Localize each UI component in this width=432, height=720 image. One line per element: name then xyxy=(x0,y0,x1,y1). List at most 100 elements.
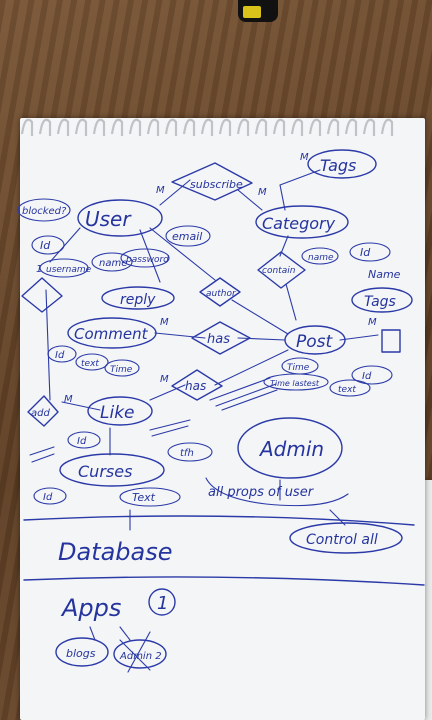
cardinality-label: M xyxy=(160,317,169,328)
attr-category-id: Id xyxy=(349,242,391,262)
binding-ring xyxy=(128,118,142,136)
line-has2-post xyxy=(214,349,289,386)
entity-tags-label: Tags xyxy=(364,294,396,310)
line-user-subscribe xyxy=(159,179,191,206)
attr-tags-name: Name xyxy=(368,268,401,281)
line-contain-post xyxy=(285,283,297,321)
binding-ring xyxy=(146,118,160,136)
attr-post-text-label: text xyxy=(338,385,356,395)
binding-ring xyxy=(74,118,88,136)
attr-email: email xyxy=(165,225,211,247)
binding-ring xyxy=(362,118,376,136)
relationship-has-2: has xyxy=(171,369,223,401)
entity-post: Post xyxy=(284,325,346,355)
attr-username: username xyxy=(39,258,92,278)
binding-ring xyxy=(344,118,358,136)
entity-comment-label: Comment xyxy=(74,325,149,343)
divider-database-bottom xyxy=(23,576,425,586)
line-user-reply xyxy=(139,229,161,283)
note-control-all-label: Control all xyxy=(306,532,378,548)
divider-database-top xyxy=(23,515,415,526)
line-has-post xyxy=(237,337,286,341)
attr-category-id-label: Id xyxy=(360,246,371,259)
attr-user-id-label: Id xyxy=(40,239,51,252)
line-post-side xyxy=(339,334,379,341)
binding-ring xyxy=(308,118,322,136)
attr-comment-time: Time xyxy=(104,359,140,377)
cardinality-label: M xyxy=(64,394,73,405)
attr-comment-text: text xyxy=(75,353,109,371)
attr-name: name xyxy=(91,252,133,272)
app-admin2: Admin 2 xyxy=(113,639,167,669)
line-apps-blogs xyxy=(89,626,96,641)
attr-like-tfh-label: tfh xyxy=(180,448,194,459)
marker-band xyxy=(243,6,261,18)
attr-curses-id: Id xyxy=(33,487,67,505)
binding-ring xyxy=(236,118,250,136)
attr-comment-id: Id xyxy=(47,345,77,363)
binding-ring xyxy=(182,118,196,136)
cardinality-label: M xyxy=(368,317,377,328)
attr-post-time-label: Time xyxy=(287,363,310,373)
relationship-has-label: has xyxy=(207,332,230,347)
scribble xyxy=(119,631,151,673)
notebook-page xyxy=(20,118,425,720)
attr-blocked: blocked? xyxy=(17,198,71,222)
section-apps-title: Apps xyxy=(60,594,121,622)
relationship-has: has xyxy=(191,321,251,355)
scribble-strikes xyxy=(29,377,278,673)
binding-ring xyxy=(218,118,232,136)
attr-post-id-label: Id xyxy=(362,371,372,382)
connector-lines xyxy=(45,169,379,641)
binding-ring xyxy=(326,118,340,136)
binding-ring xyxy=(290,118,304,136)
attr-category-name-label: name xyxy=(308,253,334,263)
attr-comment-text-label: text xyxy=(81,359,99,369)
entity-user: User xyxy=(77,199,163,237)
line-like-has xyxy=(149,384,186,401)
binding-ring xyxy=(200,118,214,136)
cardinality-label: M xyxy=(258,187,267,198)
binding-ring xyxy=(20,118,34,136)
line-user-left xyxy=(49,227,81,263)
binding-ring xyxy=(254,118,268,136)
attr-curses-text-label: Text xyxy=(132,491,156,504)
cardinality-marks: M M M M M M M 1 xyxy=(36,152,377,405)
scribble xyxy=(149,419,191,437)
binding-ring xyxy=(56,118,70,136)
relationship-author-label: author xyxy=(206,289,237,299)
entity-tags-top-label: Tags xyxy=(320,156,356,175)
app-blogs: blogs xyxy=(55,637,109,667)
relationship-add-label: add xyxy=(31,408,50,419)
entity-curses: Curses xyxy=(59,453,165,487)
relationship-contain-label: contain xyxy=(262,266,296,276)
props-underline xyxy=(205,477,349,507)
binding-ring xyxy=(38,118,52,136)
relationship-contain: contain xyxy=(257,251,306,289)
relationship-add: add xyxy=(27,395,59,427)
scribble xyxy=(29,446,55,463)
attr-post-text: text xyxy=(329,379,371,397)
spiral-binding xyxy=(20,118,394,136)
relationship-subscribe: subscribe xyxy=(171,162,253,201)
attr-name-label: name xyxy=(99,258,127,269)
attr-curses-id-label: Id xyxy=(43,492,53,503)
cardinality-label: 1 xyxy=(36,264,42,275)
attr-comment-time-label: Time xyxy=(110,365,133,375)
attr-user-id: Id xyxy=(31,235,65,255)
relationship-reply-label: reply xyxy=(120,292,156,308)
relationship-has-2-label: has xyxy=(185,379,206,393)
scribble xyxy=(209,377,278,411)
relationship-author: author xyxy=(199,277,241,307)
binding-ring xyxy=(272,118,286,136)
relationship-diamond-left xyxy=(21,277,63,313)
attr-post-time: Time xyxy=(281,357,319,375)
app-blogs-label: blogs xyxy=(66,647,96,660)
entity-like-label: Like xyxy=(100,403,135,423)
entity-like: Like xyxy=(87,396,153,426)
relationship-reply: reply xyxy=(101,286,175,310)
apps-count-circle xyxy=(148,588,176,616)
attr-post-lastest: Time lastest xyxy=(263,373,329,391)
entity-post-label: Post xyxy=(296,332,334,352)
cardinality-label: M xyxy=(156,185,165,196)
